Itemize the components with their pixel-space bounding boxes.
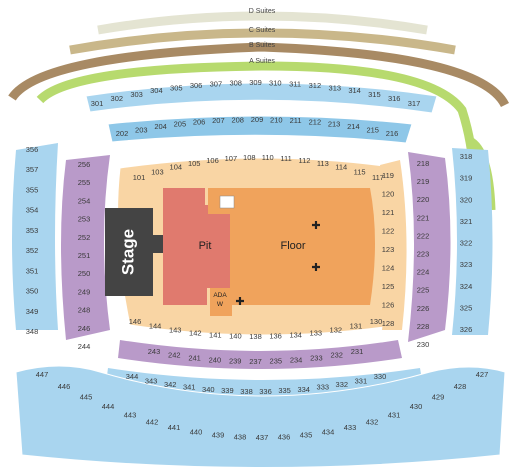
section-230[interactable]: 230	[417, 340, 430, 349]
ada-label-line1: ADA	[213, 292, 227, 299]
ada-label-line2: W	[217, 301, 224, 308]
stage-label: Stage	[118, 229, 137, 275]
c-suites-band[interactable]	[69, 28, 456, 55]
floor-label: Floor	[280, 240, 305, 252]
a-suites-band[interactable]	[36, 61, 480, 201]
upper-top-ring	[85, 82, 438, 114]
b-suites-label: B Suites	[249, 42, 276, 49]
ada-plus: ✚	[235, 296, 244, 308]
left-club-ring	[61, 155, 110, 340]
right-upper-ring	[452, 148, 493, 335]
stage	[105, 208, 153, 296]
upper-bottom-outer-ring	[15, 365, 506, 468]
floor-plus-bottom: ✚	[311, 262, 320, 274]
pit-label: Pit	[199, 240, 212, 252]
right-lower-ring	[380, 160, 407, 330]
d-suites-band[interactable]	[97, 11, 428, 35]
club-bottom-ring	[118, 340, 402, 369]
right-club-ring	[408, 152, 451, 342]
d-suites-label: D Suites	[249, 8, 276, 15]
a-suites-label: A Suites	[249, 58, 275, 65]
mix-booth	[219, 195, 235, 209]
section-244[interactable]: 244	[78, 342, 91, 351]
floor-area[interactable]	[230, 188, 375, 305]
stage-thrust	[153, 235, 163, 253]
left-upper-ring	[12, 143, 58, 330]
ada-area[interactable]	[210, 288, 232, 316]
floor-plus-top: ✚	[311, 220, 320, 232]
pit-area[interactable]	[163, 188, 230, 305]
b-suites-band[interactable]	[8, 42, 510, 108]
club-top-ring	[107, 115, 413, 144]
c-suites-label: C Suites	[249, 27, 276, 34]
